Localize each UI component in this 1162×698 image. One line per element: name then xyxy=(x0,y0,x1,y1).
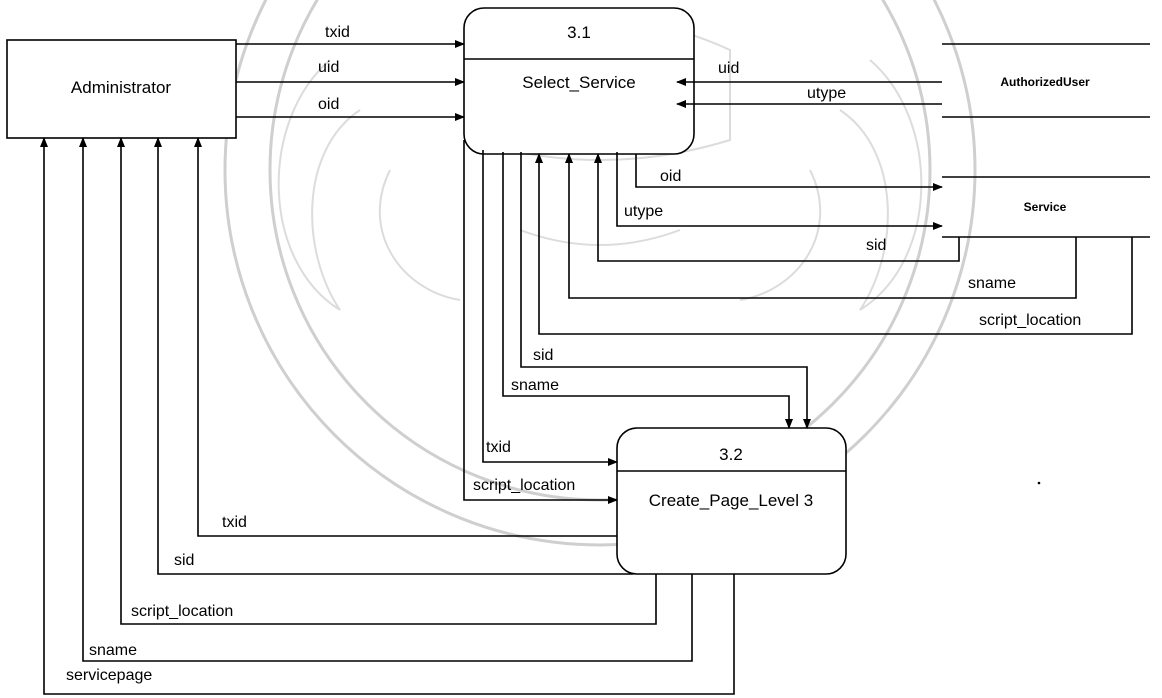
flow-admin-uid-label: uid xyxy=(318,59,339,76)
datastore-service-label: Service xyxy=(1024,200,1067,214)
flow-ret-servicepage-label: servicepage xyxy=(66,667,152,684)
flow-out-oid xyxy=(636,154,942,187)
process-3-1: 3.1 Select_Service xyxy=(464,8,694,154)
flow-p1-sname-label: sname xyxy=(511,377,559,394)
process-3-2-number: 3.2 xyxy=(719,445,743,464)
process-3-1-number: 3.1 xyxy=(567,23,591,42)
flow-svc-script-location-label: script_location xyxy=(979,312,1081,329)
flow-ret-sid xyxy=(158,138,633,574)
flow-ret-sid-label: sid xyxy=(174,552,194,569)
process-3-2: 3.2 Create_Page_Level 3 xyxy=(617,428,846,574)
flow-out-utype-label: utype xyxy=(624,203,663,220)
flow-ret-script-location-label: script_location xyxy=(131,603,233,620)
process-3-1-name: Select_Service xyxy=(522,73,635,92)
flow-store-utype-label: utype xyxy=(807,85,846,102)
flow-ret-txid-label: txid xyxy=(222,514,247,531)
flow-p1-sid xyxy=(521,152,807,428)
process-3-2-name: Create_Page_Level 3 xyxy=(649,491,813,510)
flow-out-utype xyxy=(617,152,942,226)
flow-p1-script-location-label: script_location xyxy=(473,477,575,494)
flow-store-uid-label: uid xyxy=(718,60,739,77)
flow-ret-sname-label: sname xyxy=(89,642,137,659)
flow-svc-sname-label: sname xyxy=(968,275,1016,292)
administrator-label: Administrator xyxy=(71,78,171,97)
flow-ret-sname xyxy=(83,138,692,661)
flow-p1-txid-label: txid xyxy=(486,439,511,456)
flow-svc-sid-label: sid xyxy=(866,237,886,254)
datastore-authorizeduser-label: AuthorizedUser xyxy=(1000,75,1090,89)
flow-p1-sid-label: sid xyxy=(533,347,553,364)
flow-out-oid-label: oid xyxy=(660,168,681,185)
datastore-authorizeduser: AuthorizedUser xyxy=(942,44,1150,117)
flow-ret-script-location xyxy=(121,138,656,624)
flow-admin-oid-label: oid xyxy=(318,96,339,113)
stray-dot xyxy=(1038,482,1041,485)
flow-admin-txid-label: txid xyxy=(325,24,350,41)
